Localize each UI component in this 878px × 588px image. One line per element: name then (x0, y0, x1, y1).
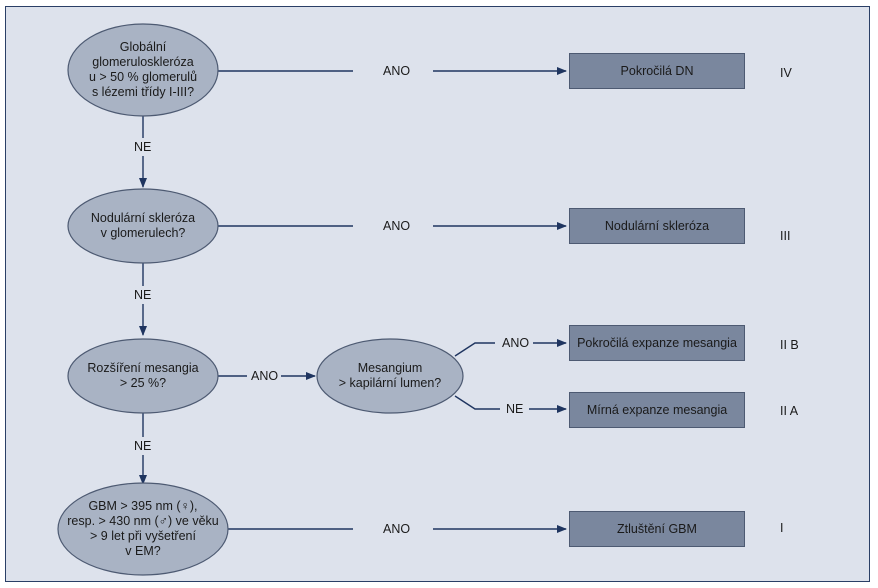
edge-label-q3-no: NE (131, 439, 155, 453)
edge-label-q1-yes: ANO (380, 64, 414, 78)
edge-label-q3-yes: ANO (248, 369, 282, 383)
edge-q4-yes-a (454, 342, 495, 357)
class-label-1: IV (780, 66, 792, 80)
outcome-box-4: Mírná expanze mesangia (569, 392, 745, 428)
question-node-5 (57, 482, 229, 576)
edge-label-q4-no: NE (503, 402, 527, 416)
class-label-5: I (780, 521, 784, 535)
question-node-4 (316, 338, 464, 414)
edge-label-q1-no: NE (131, 140, 155, 154)
question-node-3 (67, 338, 219, 414)
class-label-2: III (780, 229, 791, 243)
edge-label-q4-yes: ANO (499, 336, 533, 350)
outcome-box-5: Ztluštění GBM (569, 511, 745, 547)
question-text-3: Rozšíření mesangia> 25 %? (87, 361, 199, 390)
outcome-box-1: Pokročilá DN (569, 53, 745, 89)
class-label-3: II B (780, 338, 799, 352)
outcome-box-2: Nodulární skleróza (569, 208, 745, 244)
edge-label-q2-yes: ANO (380, 219, 414, 233)
edge-q4-no-a (454, 395, 500, 410)
outcome-box-3: Pokročilá expanze mesangia (569, 325, 745, 361)
question-text-4: Mesangium> kapilární lumen? (338, 361, 442, 390)
question-node-2 (67, 188, 219, 264)
edge-label-q5-yes: ANO (380, 522, 414, 536)
question-text-5: GBM > 395 nm (♀),resp. > 430 nm (♂) ve v… (67, 499, 219, 558)
question-node-1 (67, 23, 219, 117)
edge-label-q2-no: NE (131, 288, 155, 302)
class-label-4: II A (780, 404, 799, 418)
